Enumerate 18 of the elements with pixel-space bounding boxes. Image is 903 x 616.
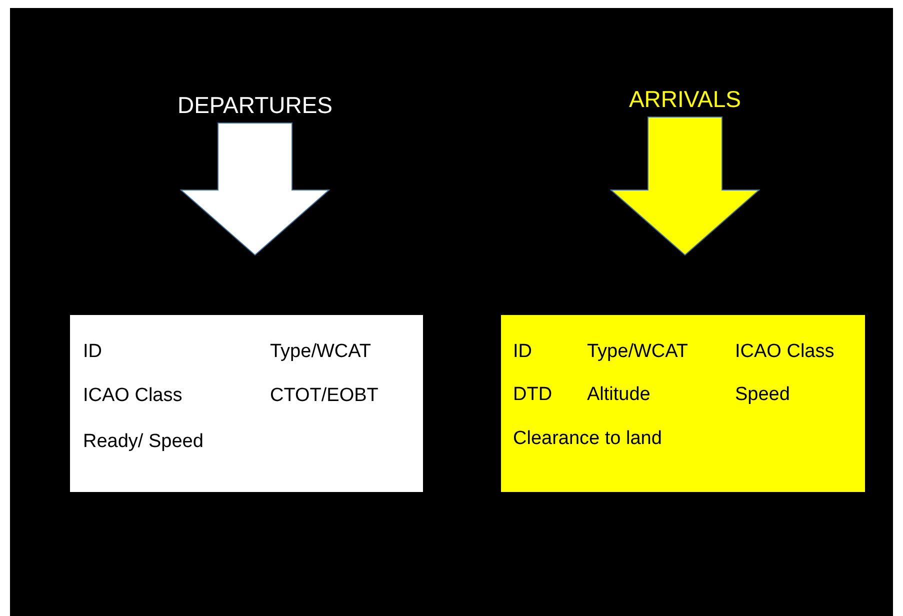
field-label: Type/WCAT bbox=[270, 341, 371, 363]
info-panel bbox=[70, 315, 423, 492]
field-label: Type/WCAT bbox=[587, 341, 688, 363]
field-label: ID bbox=[83, 341, 102, 363]
field-label: Speed bbox=[735, 384, 790, 406]
field-label: DTD bbox=[513, 384, 552, 406]
field-label: ICAO Class bbox=[83, 385, 182, 407]
section-heading: ARRIVALS bbox=[628, 85, 742, 113]
field-label: ICAO Class bbox=[735, 341, 834, 363]
field-label: Altitude bbox=[587, 384, 650, 406]
block-arrow bbox=[180, 122, 330, 256]
field-label: Clearance to land bbox=[513, 428, 662, 450]
field-label: CTOT/EOBT bbox=[270, 385, 378, 407]
block-arrow bbox=[610, 116, 760, 256]
field-label: Ready/ Speed bbox=[83, 431, 204, 453]
section-heading: DEPARTURES bbox=[176, 91, 334, 119]
field-label: ID bbox=[513, 341, 532, 363]
info-panel bbox=[501, 315, 865, 492]
